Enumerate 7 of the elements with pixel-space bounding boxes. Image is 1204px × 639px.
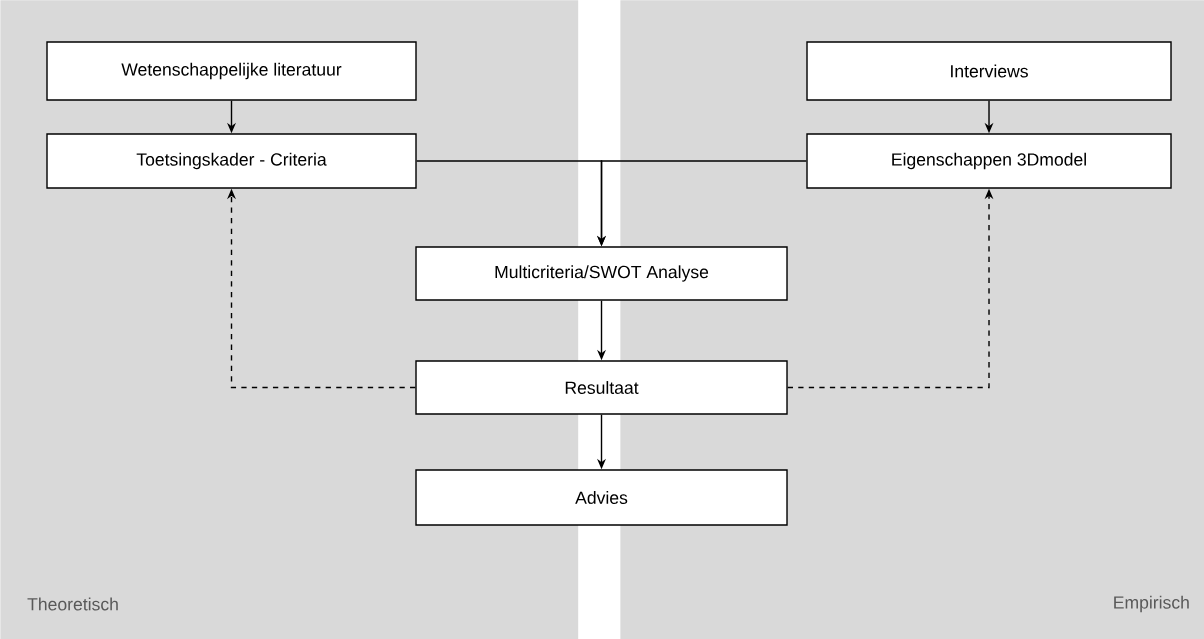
process-box: Eigenschappen 3Dmodel [806,133,1172,189]
process-box: Toetsingskader - Criteria [46,133,417,189]
process-box: Advies [415,469,788,526]
process-box: Multicriteria/SWOT Analyse [415,246,788,301]
process-box: Interviews [806,41,1172,101]
process-box: Wetenschappelijke literatuur [46,41,417,101]
process-box: Resultaat [415,360,788,415]
